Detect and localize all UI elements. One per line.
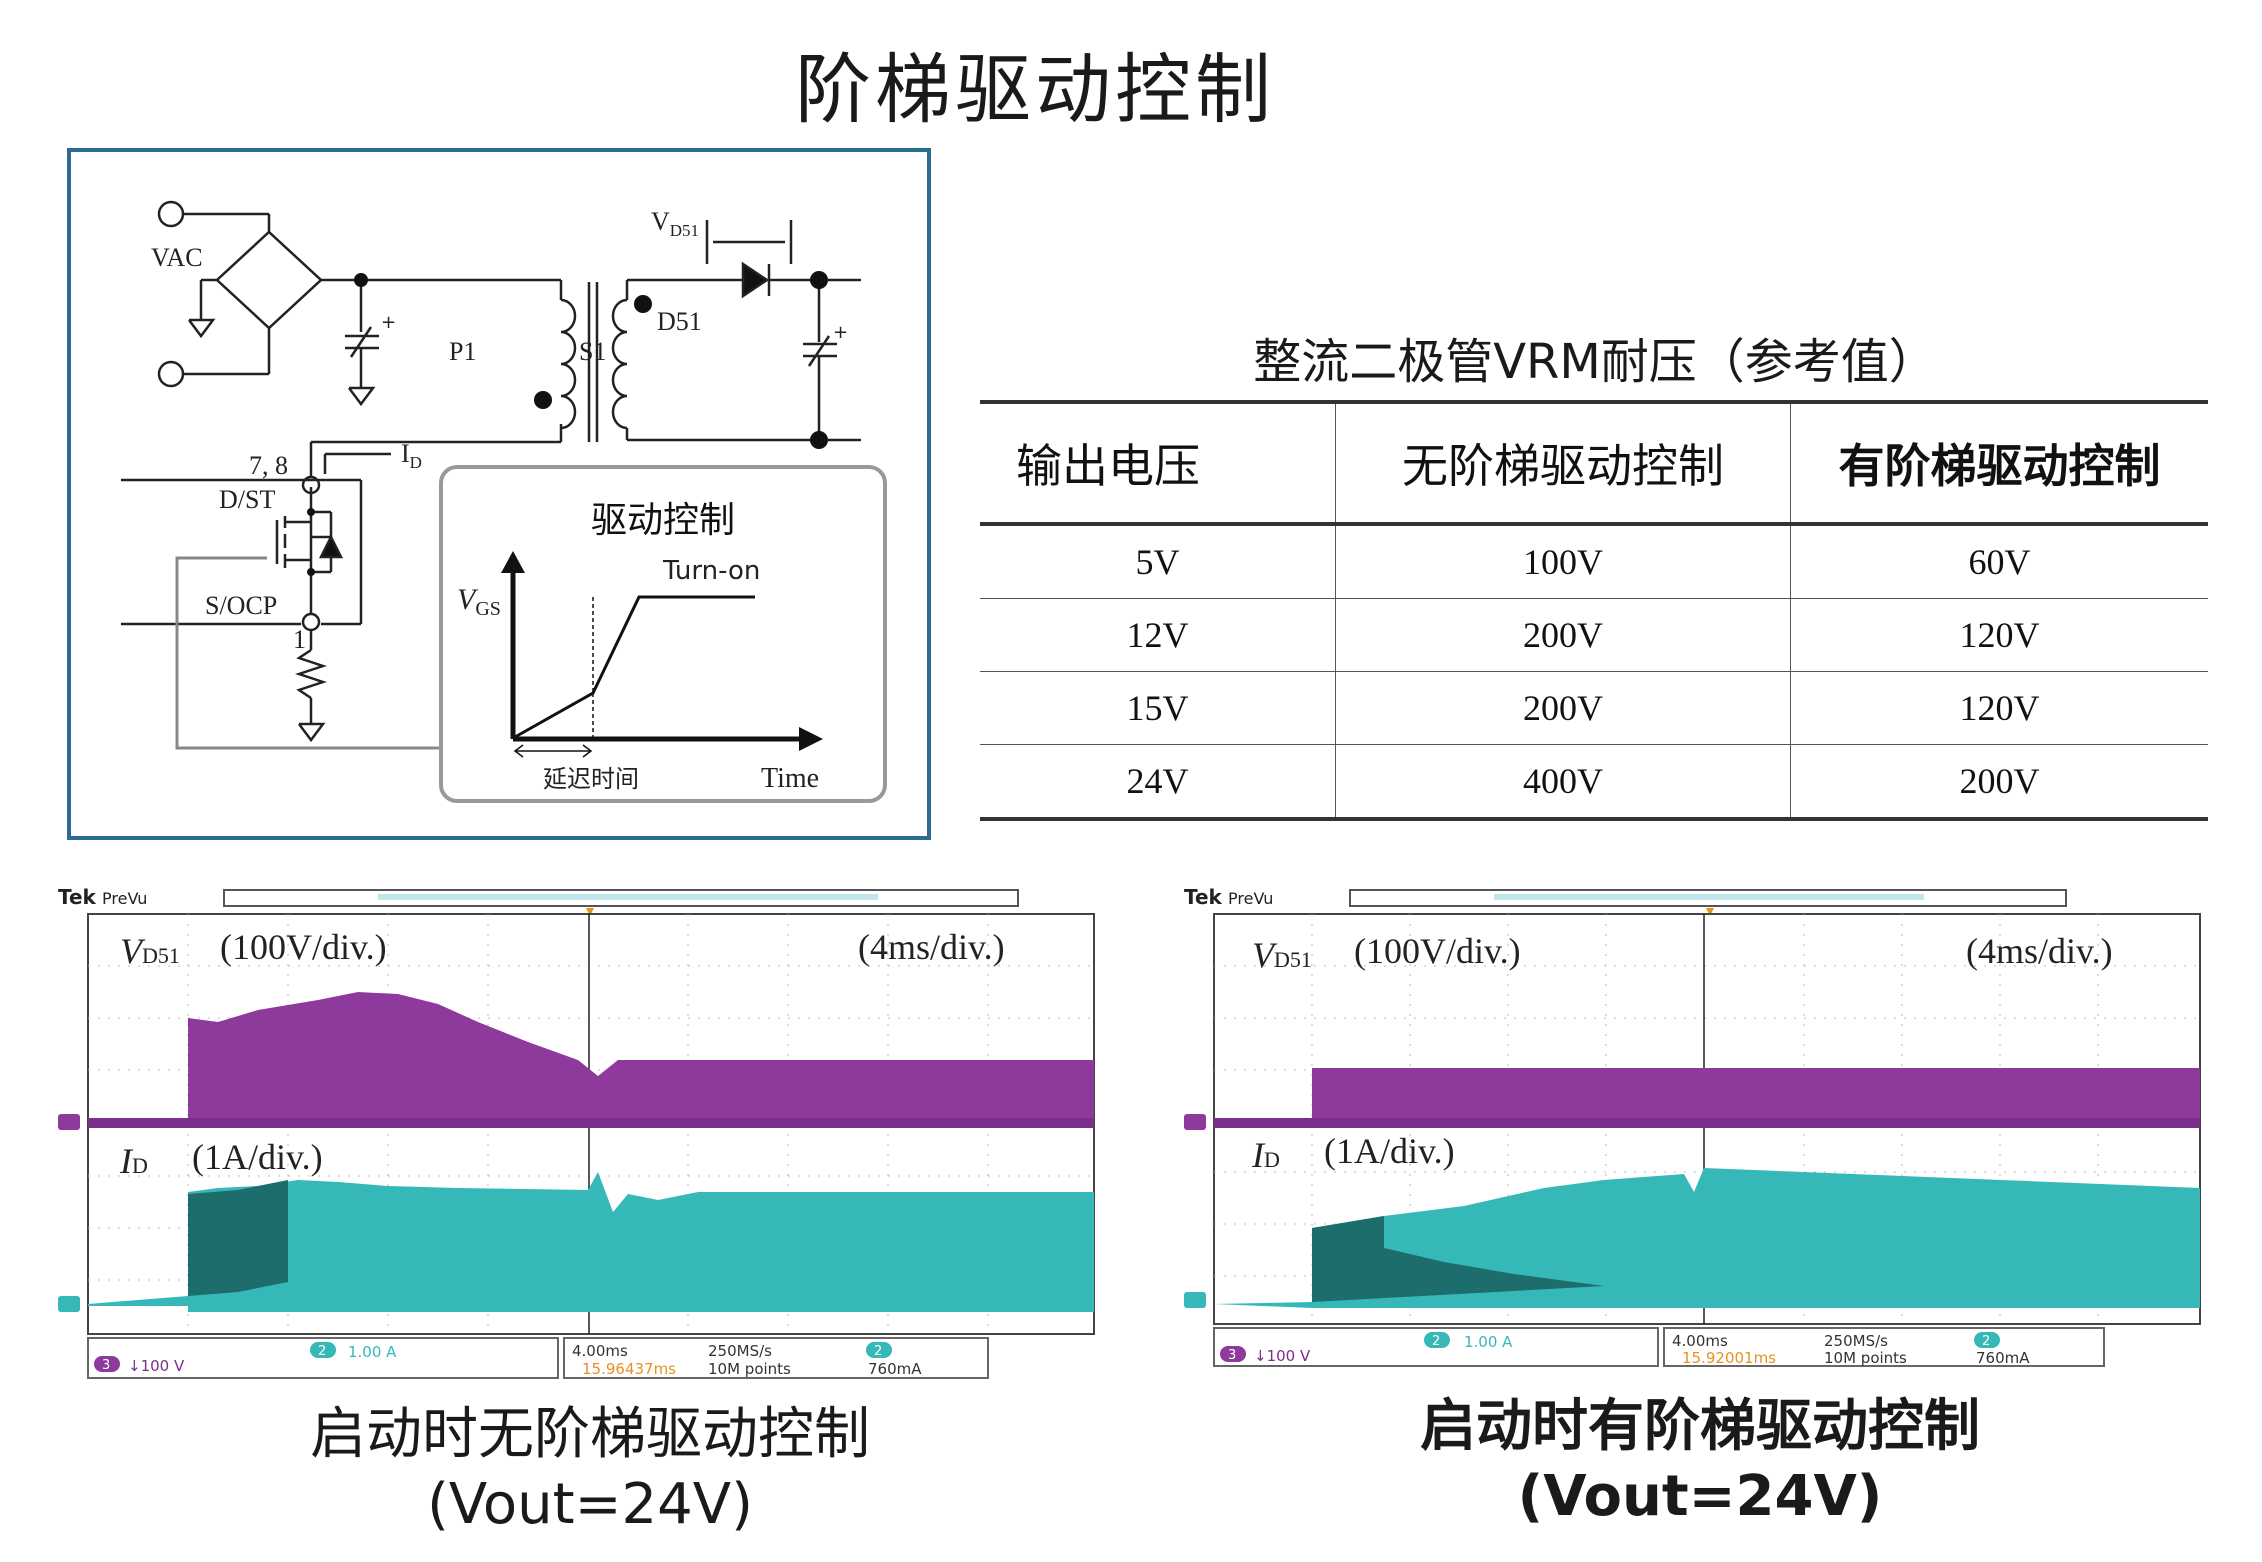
svg-text:760mA: 760mA	[1976, 1349, 2030, 1367]
svg-text:VGS: VGS	[457, 583, 501, 620]
caption-left: 启动时无阶梯驱动控制 (Vout=24V)	[310, 1402, 870, 1537]
cell-output: 5V	[980, 524, 1336, 599]
scope-left-ch3-label: VD51	[120, 931, 180, 971]
cell-without: 200V	[1335, 671, 1791, 745]
svg-text:2: 2	[874, 1344, 882, 1359]
scope-capture-left: Tek PreVu 3 ↓100 V 2 1.00	[58, 882, 1098, 1392]
cell-without: 400V	[1335, 744, 1791, 821]
table-row: 12V 200V 120V	[980, 598, 2208, 672]
socp-label: S/OCP	[205, 591, 277, 620]
s1-label: S1	[579, 337, 606, 366]
scope-right-ch3-label: VD51	[1252, 935, 1312, 975]
svg-text:1.00 A: 1.00 A	[1464, 1333, 1513, 1351]
page-title: 阶梯驱动控制	[795, 45, 1275, 134]
svg-text:VD51: VD51	[651, 207, 699, 240]
svg-text:4.00ms: 4.00ms	[1672, 1332, 1728, 1350]
svg-text:760mA: 760mA	[868, 1360, 922, 1378]
cell-without: 200V	[1335, 598, 1791, 672]
svg-text:+: +	[381, 312, 396, 333]
svg-text:Tek: Tek	[58, 885, 97, 909]
svg-text:↓100 V: ↓100 V	[1254, 1347, 1311, 1365]
drive-control-inset: 驱动控制 VGS Turn-on 延迟时间 Time	[439, 465, 887, 803]
svg-text:15.92001ms: 15.92001ms	[1682, 1349, 1776, 1367]
scope-right-graticule: Tek PreVu 3 ↓100 V 2 1.00	[1184, 885, 2201, 1367]
d51-label: D51	[657, 307, 702, 336]
header-with-step: 有阶梯驱动控制	[1790, 400, 2208, 526]
scope-left-graticule: Tek PreVu 3 ↓100 V 2 1.00	[58, 885, 1095, 1379]
cell-output: 15V	[980, 671, 1336, 745]
svg-text:15.96437ms: 15.96437ms	[582, 1360, 676, 1378]
cell-with: 60V	[1790, 524, 2208, 599]
vac-terminal-top	[157, 200, 185, 228]
p1-label: P1	[449, 337, 476, 366]
svg-text:10M points: 10M points	[1824, 1349, 1907, 1367]
header-output-voltage: 输出电压	[980, 400, 1336, 526]
svg-text:Tek: Tek	[1184, 885, 1223, 909]
svg-text:250MS/s: 250MS/s	[708, 1342, 772, 1360]
table-row: 5V 100V 60V	[980, 524, 2208, 599]
scope-capture-right: Tek PreVu 3 ↓100 V 2 1.00	[1184, 882, 2224, 1382]
scope-right-ch2-scale: (1A/div.)	[1324, 1131, 1455, 1171]
svg-text:4.00ms: 4.00ms	[572, 1342, 628, 1360]
svg-text:250MS/s: 250MS/s	[1824, 1332, 1888, 1350]
svg-text:10M points: 10M points	[708, 1360, 791, 1378]
vrm-table: 输出电压 无阶梯驱动控制 有阶梯驱动控制 5V 100V 60V 12V 200…	[980, 400, 2208, 821]
cell-with: 200V	[1790, 744, 2208, 821]
turn-on-label: Turn-on	[662, 556, 760, 586]
bridge-rectifier	[215, 230, 323, 330]
svg-text:2: 2	[1432, 1334, 1440, 1349]
scope-left-ch2-scale: (1A/div.)	[192, 1137, 323, 1177]
cell-output: 24V	[980, 744, 1336, 821]
table-row: 15V 200V 120V	[980, 671, 2208, 745]
svg-text:1.00 A: 1.00 A	[348, 1343, 397, 1361]
cell-without: 100V	[1335, 524, 1791, 599]
table-header-row: 输出电压 无阶梯驱动控制 有阶梯驱动控制	[980, 400, 2208, 526]
scope-left-ch2-label: ID	[120, 1141, 148, 1181]
header-without-step: 无阶梯驱动控制	[1335, 400, 1791, 526]
svg-text:3: 3	[1228, 1348, 1236, 1363]
delay-label: 延迟时间	[543, 765, 639, 793]
scope-left-ch3-scale: (100V/div.)	[220, 927, 387, 967]
svg-text:2: 2	[318, 1344, 326, 1359]
pin-78-label: 7, 8	[249, 451, 288, 480]
dst-label: D/ST	[219, 485, 275, 514]
svg-text:PreVu: PreVu	[102, 889, 147, 908]
time-label: Time	[761, 763, 819, 794]
d51-diode	[741, 261, 770, 299]
scope-left-timebase: (4ms/div.)	[858, 927, 1005, 967]
inset-title: 驱动控制	[590, 500, 735, 541]
vac-terminal-bottom	[157, 360, 185, 388]
svg-text:2: 2	[1982, 1334, 1990, 1349]
caption-right: 启动时有阶梯驱动控制 (Vout=24V)	[1420, 1394, 1980, 1529]
svg-text:PreVu: PreVu	[1228, 889, 1273, 908]
cell-with: 120V	[1790, 598, 2208, 672]
svg-text:+: +	[833, 322, 848, 343]
circuit-schematic: VAC VD51 D51 P1 S1 ID 7, 8 D/ST S/OCP 1 …	[121, 200, 861, 750]
table-row: 24V 400V 200V	[980, 744, 2208, 821]
scope-right-timebase: (4ms/div.)	[1966, 931, 2113, 971]
scope-right-ch2-label: ID	[1252, 1135, 1280, 1175]
cell-output: 12V	[980, 598, 1336, 672]
svg-text:↓100 V: ↓100 V	[128, 1357, 185, 1375]
table-title: 整流二极管VRM耐压（参考值）	[1253, 334, 1937, 390]
scope-right-ch3-scale: (100V/div.)	[1354, 931, 1521, 971]
circuit-diagram: VAC VD51 D51 P1 S1 ID 7, 8 D/ST S/OCP 1 …	[67, 148, 931, 840]
svg-text:ID: ID	[401, 439, 422, 472]
vgs-plot: VGS Turn-on 延迟时间 Time	[457, 551, 823, 794]
cell-with: 120V	[1790, 671, 2208, 745]
vac-label: VAC	[151, 243, 203, 272]
pin-1-label: 1	[293, 625, 306, 654]
svg-text:3: 3	[102, 1358, 110, 1373]
